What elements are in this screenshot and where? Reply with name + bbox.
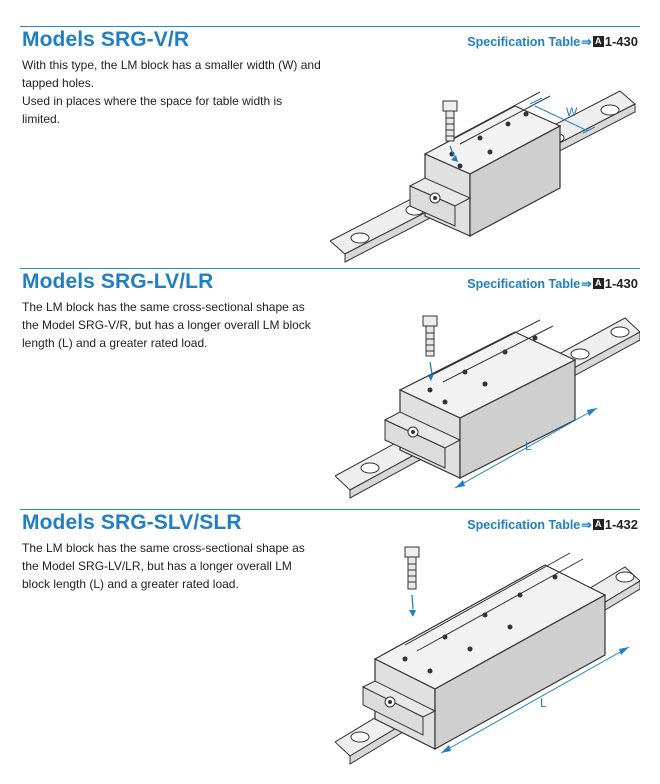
section-rule <box>20 26 640 27</box>
desc-paragraph: Used in places where the space for table… <box>22 94 283 126</box>
spec-page-number: 1-430 <box>604 276 638 291</box>
section-rule <box>20 268 640 269</box>
lm-guide-illustration-extra-long: L <box>335 546 640 765</box>
section-title: Models SRG-SLV/SLR <box>22 511 242 534</box>
spec-page-number: 1-432 <box>604 517 638 532</box>
desc-paragraph: The LM block has the same cross-sectiona… <box>22 300 311 350</box>
spec-arrow: ⇒ <box>581 518 592 532</box>
section-description: The LM block has the same cross-sectiona… <box>22 539 322 593</box>
desc-paragraph: The LM block has the same cross-sectiona… <box>22 541 305 591</box>
section-rule <box>20 509 640 510</box>
dim-label: W <box>566 105 578 119</box>
spec-page-number: 1-430 <box>604 34 638 49</box>
spec-table-link[interactable]: Specification Table ⇒ A 1-430 <box>467 276 638 291</box>
lm-guide-illustration-short: W <box>330 90 636 263</box>
spec-badge-icon: A <box>592 519 604 530</box>
spec-arrow: ⇒ <box>581 277 592 291</box>
spec-badge-icon: A <box>592 278 604 289</box>
section-title: Models SRG-V/R <box>22 28 190 51</box>
lm-guide-illustration-long: L <box>335 315 640 499</box>
spec-label: Specification Table <box>467 517 581 532</box>
dim-label: L <box>540 696 547 710</box>
section-title: Models SRG-LV/LR <box>22 270 214 293</box>
spec-badge-icon: A <box>592 36 604 47</box>
section-description: With this type, the LM block has a small… <box>22 56 322 128</box>
spec-arrow: ⇒ <box>581 35 592 49</box>
spec-table-link[interactable]: Specification Table ⇒ A 1-430 <box>467 34 638 49</box>
spec-label: Specification Table <box>467 276 581 291</box>
spec-table-link[interactable]: Specification Table ⇒ A 1-432 <box>467 517 638 532</box>
desc-paragraph: With this type, the LM block has a small… <box>22 58 321 90</box>
dim-label: L <box>525 439 532 453</box>
spec-label: Specification Table <box>467 34 581 49</box>
section-description: The LM block has the same cross-sectiona… <box>22 298 322 352</box>
